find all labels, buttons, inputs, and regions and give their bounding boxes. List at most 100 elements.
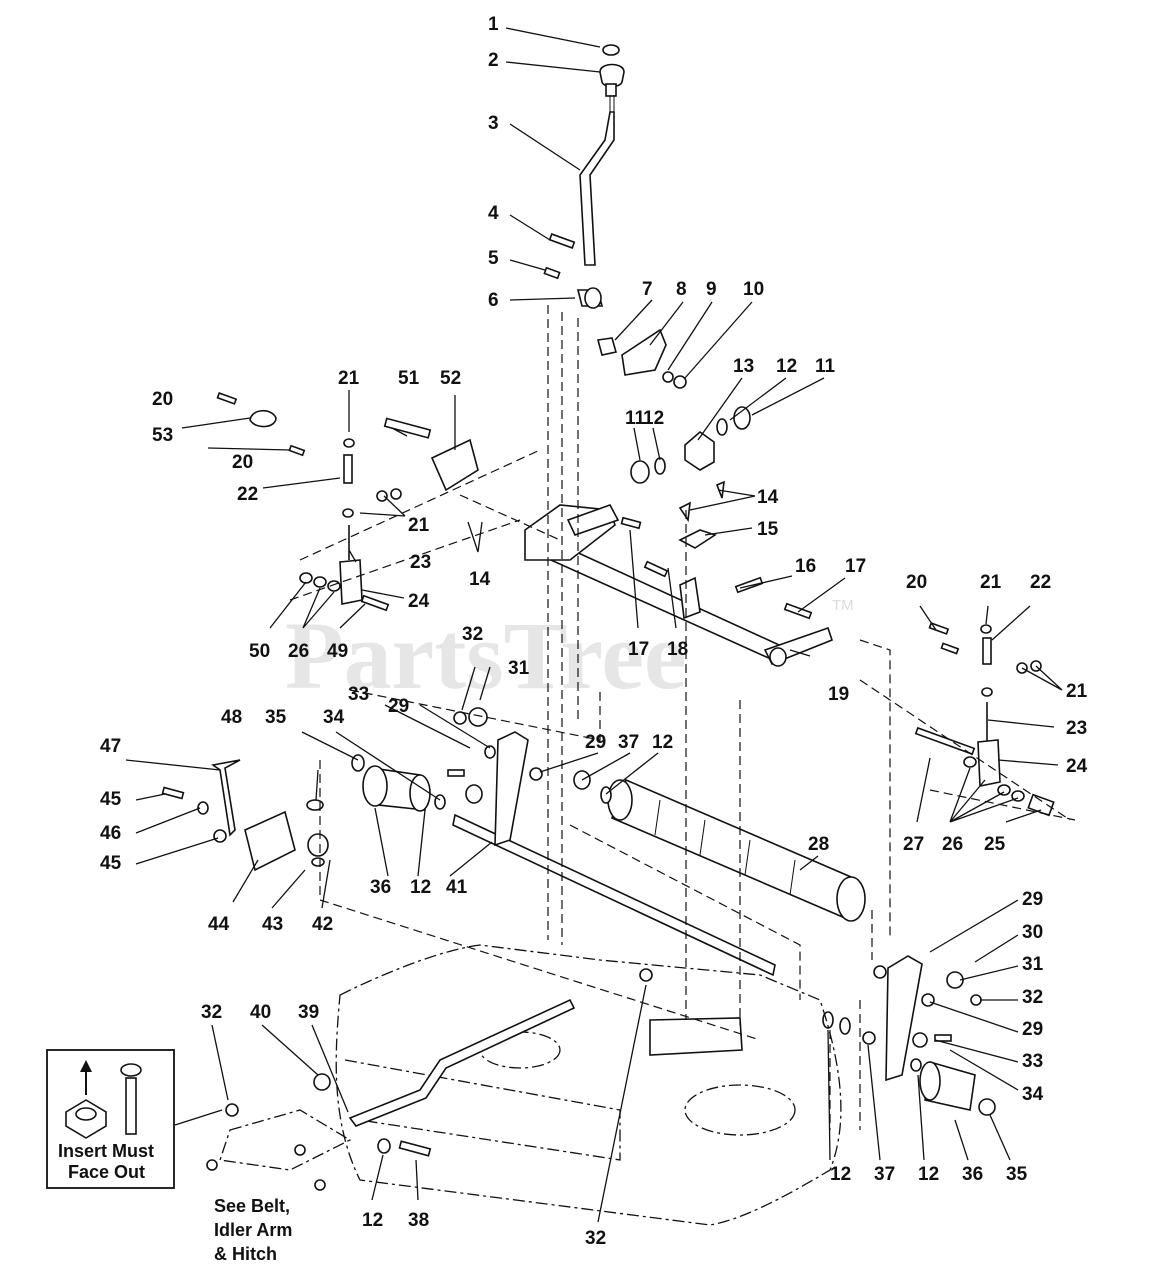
- lift-handle-assembly: [543, 44, 687, 389]
- callout-22-right: 22: [1030, 572, 1051, 593]
- callout-2: 2: [488, 50, 499, 71]
- callout-12-upper: 12: [652, 732, 673, 753]
- left-hanger-bracket: [161, 759, 329, 872]
- callout-53: 53: [152, 425, 173, 446]
- callout-24-right: 24: [1066, 756, 1088, 777]
- callout-12-bottom-mid: 12: [830, 1164, 851, 1185]
- callout-37-upper: 37: [618, 732, 639, 753]
- callout-15: 15: [757, 519, 779, 540]
- callout-8: 8: [676, 279, 687, 300]
- callout-12-bottom-right: 12: [918, 1164, 939, 1185]
- callout-29-upper: 29: [388, 696, 409, 717]
- callout-16: 16: [795, 556, 816, 577]
- callout-24-left: 24: [408, 591, 430, 612]
- callout-30: 30: [1022, 922, 1043, 943]
- callout-28: 28: [808, 834, 829, 855]
- callout-35-right: 35: [1006, 1164, 1028, 1185]
- callout-49: 49: [327, 641, 348, 662]
- bolt-and-spacer: [383, 417, 479, 492]
- callout-29-mid: 29: [585, 732, 606, 753]
- callout-32-lower-left: 32: [201, 1002, 222, 1023]
- alignment-lines: [289, 305, 1076, 1130]
- callout-51: 51: [398, 368, 420, 389]
- callout-29-right: 29: [1022, 1019, 1043, 1040]
- callout-1: 1: [488, 14, 499, 35]
- callout-18: 18: [667, 639, 688, 660]
- callout-21-right-top: 21: [980, 572, 1002, 593]
- callout-45-top: 45: [100, 789, 122, 810]
- callout-17-mid: 17: [628, 639, 649, 660]
- leader-lines: [125, 27, 1063, 1223]
- callout-5: 5: [488, 248, 499, 269]
- callout-25: 25: [984, 834, 1006, 855]
- watermark-trademark: TM: [832, 597, 854, 614]
- mower-deck: [335, 944, 842, 1226]
- callout-7: 7: [642, 279, 653, 300]
- callout-21-top: 21: [338, 368, 360, 389]
- callout-20-top: 20: [152, 389, 173, 410]
- right-chain-adjuster: [914, 622, 1055, 817]
- left-chain-adjuster: [216, 392, 402, 612]
- callout-4: 4: [488, 203, 499, 224]
- callout-3: 3: [488, 113, 499, 134]
- inset-label-line1: Insert Must: [58, 1141, 154, 1161]
- callout-52: 52: [440, 368, 461, 389]
- callout-33-right: 33: [1022, 1051, 1043, 1072]
- callout-29-right-top: 29: [1022, 889, 1043, 910]
- lower-linkage: [206, 968, 653, 1191]
- callout-43: 43: [262, 914, 283, 935]
- callout-21-left: 21: [408, 515, 430, 536]
- callout-12-left: 12: [643, 408, 664, 429]
- roller-assembly: [351, 707, 996, 1116]
- callout-10: 10: [743, 279, 764, 300]
- callout-9: 9: [706, 279, 717, 300]
- callout-32-bottom: 32: [585, 1228, 606, 1249]
- callout-50: 50: [249, 641, 270, 662]
- callout-numbers: 1 2 3 4 5 6 7 8 9 10 13 12 11 11 12 14 1…: [100, 14, 1088, 1249]
- callout-21-right: 21: [1066, 681, 1088, 702]
- callout-37-bottom: 37: [874, 1164, 895, 1185]
- callout-39: 39: [298, 1002, 319, 1023]
- watermark-text: PartsTree: [285, 602, 687, 709]
- insert-inset: Insert Must Face Out: [46, 1049, 175, 1189]
- note-line2: Idler Arm: [214, 1220, 292, 1240]
- callout-42: 42: [312, 914, 333, 935]
- inset-label-line2: Face Out: [68, 1162, 145, 1182]
- callout-12-bottom-left: 12: [362, 1210, 383, 1231]
- callout-11-top: 11: [815, 356, 836, 377]
- callout-48: 48: [221, 707, 242, 728]
- callout-45-bottom: 45: [100, 853, 122, 874]
- callout-17-right: 17: [845, 556, 866, 577]
- callout-14-left: 14: [469, 569, 491, 590]
- callout-11-left: 11: [625, 408, 646, 429]
- callout-26-right: 26: [942, 834, 963, 855]
- callout-20-mid: 20: [232, 452, 253, 473]
- callout-14-right: 14: [757, 487, 779, 508]
- callout-36-left: 36: [370, 877, 391, 898]
- callout-31-upper: 31: [508, 658, 530, 679]
- callout-32-right: 32: [1022, 987, 1043, 1008]
- callout-47: 47: [100, 736, 121, 757]
- callout-46: 46: [100, 823, 121, 844]
- callout-26-left: 26: [288, 641, 309, 662]
- callout-40: 40: [250, 1002, 271, 1023]
- callout-23-right: 23: [1066, 718, 1087, 739]
- note-line1: See Belt,: [214, 1196, 290, 1216]
- callout-33-left: 33: [348, 684, 369, 705]
- callout-31-right: 31: [1022, 954, 1044, 975]
- callout-44: 44: [208, 914, 230, 935]
- callout-22-left: 22: [237, 484, 258, 505]
- callout-34-left: 34: [323, 707, 345, 728]
- callout-12-left-lower: 12: [410, 877, 431, 898]
- callout-36-right: 36: [962, 1164, 983, 1185]
- callout-6: 6: [488, 290, 499, 311]
- callout-34-right: 34: [1022, 1084, 1044, 1105]
- callout-41: 41: [446, 877, 468, 898]
- callout-20-right: 20: [906, 572, 927, 593]
- callout-12-top: 12: [776, 356, 797, 377]
- callout-19: 19: [828, 684, 849, 705]
- callout-13: 13: [733, 356, 754, 377]
- note-line3: & Hitch: [214, 1244, 277, 1264]
